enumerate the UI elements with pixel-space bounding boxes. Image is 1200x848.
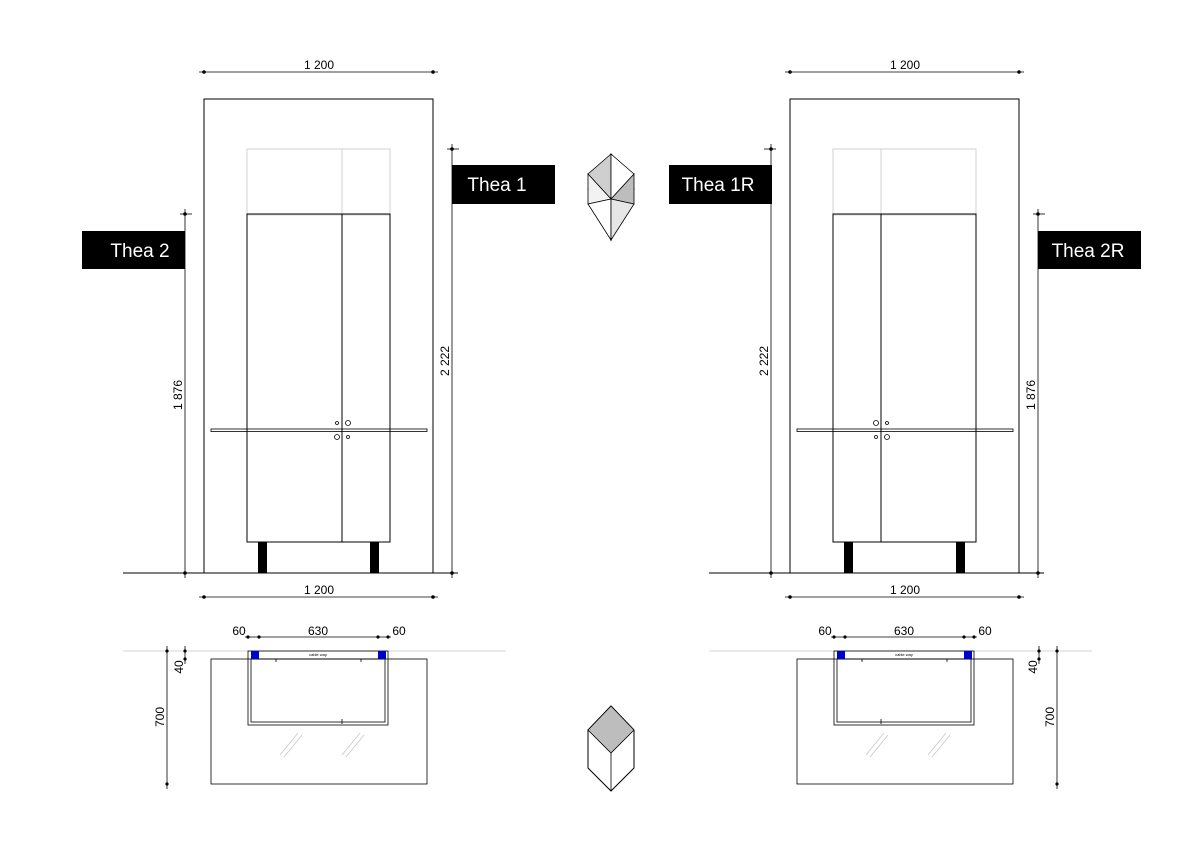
right-plan: cable way 60 630 60 700 40 — [709, 624, 1092, 789]
label-thea-2: Thea 2 — [110, 241, 169, 262]
dim-width-bottom: 1 200 — [304, 583, 334, 597]
cable-way-label-r: cable way — [895, 652, 913, 657]
outer-frame — [203, 98, 434, 574]
view-cube-top-icon — [587, 153, 635, 242]
dim-plan-edge-right-r: 60 — [978, 624, 992, 638]
dim-width-bottom-r: 1 200 — [890, 583, 920, 597]
dim-plan-edge-left-r: 60 — [818, 624, 832, 638]
dim-height-cabinet-r: 1 876 — [1024, 380, 1038, 410]
blue-post-right — [378, 651, 386, 659]
leg-left — [258, 542, 267, 573]
dim-height-full-r: 2 222 — [757, 346, 771, 376]
dim-height-full: 2 222 — [438, 346, 452, 376]
dim-width-top: 1 200 — [304, 58, 334, 72]
dim-plan-offset-r: 40 — [1026, 660, 1040, 674]
dim-plan-inner: 630 — [308, 624, 328, 638]
dim-plan-depth: 700 — [153, 707, 167, 727]
cable-way-label: cable way — [309, 652, 327, 657]
cabinet-body — [246, 213, 391, 543]
dim-width-top-r: 1 200 — [890, 58, 920, 72]
dim-plan-inner-r: 630 — [894, 624, 914, 638]
left-elevation: 1 200 1 200 1 876 2 222 Thea 2 Thea 1 — [82, 58, 555, 599]
left-plan: cable way 60 630 60 700 40 — [123, 624, 506, 789]
right-elevation: 1 200 1 200 2 222 1 876 Thea 1R Thea 2R — [669, 58, 1141, 599]
label-thea-2-bg — [82, 231, 185, 269]
leg-right — [370, 542, 379, 573]
worktop — [210, 428, 428, 432]
dim-plan-offset: 40 — [172, 660, 186, 674]
dim-plan-edge-right: 60 — [392, 624, 406, 638]
upper-glass-box — [246, 148, 391, 216]
plan-table-top — [210, 658, 428, 785]
blue-post-left — [251, 651, 259, 659]
label-thea-2r: Thea 2R — [1052, 241, 1125, 262]
dim-height-cabinet: 1 876 — [171, 380, 185, 410]
label-thea-1: Thea 1 — [467, 175, 526, 196]
view-cube-bottom-icon — [587, 705, 635, 792]
dim-plan-depth-r: 700 — [1043, 707, 1057, 727]
dim-plan-edge-left: 60 — [232, 624, 246, 638]
label-thea-1r: Thea 1R — [682, 175, 755, 196]
label-thea-1-bg — [452, 165, 555, 204]
